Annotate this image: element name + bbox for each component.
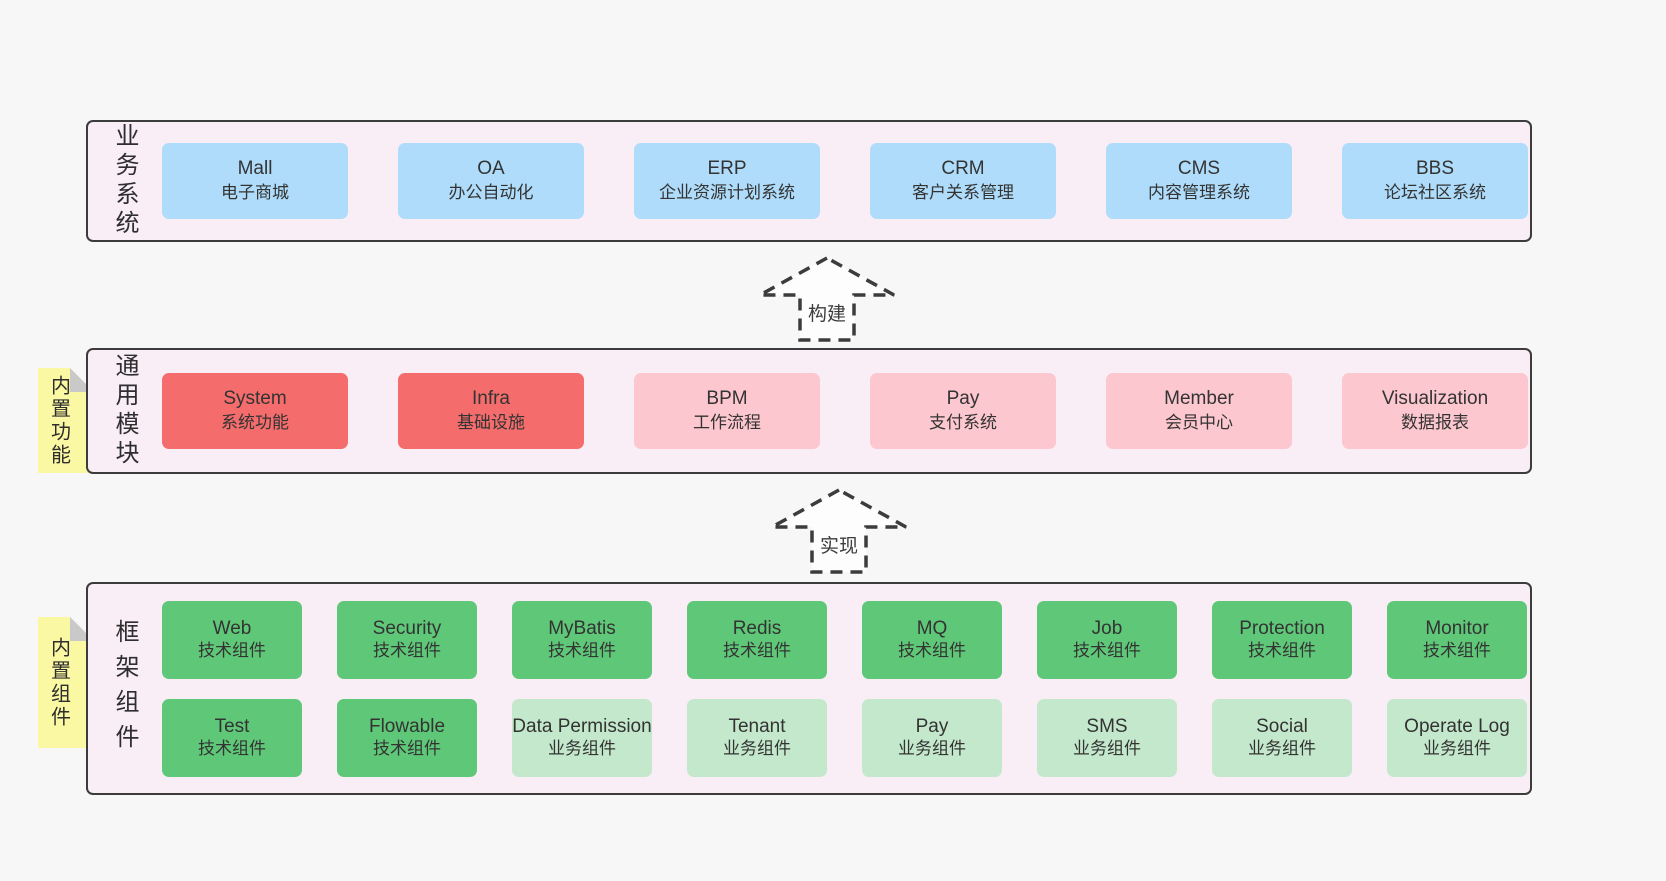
- box-data-permission: Data Permission 业务组件: [512, 698, 652, 777]
- box-subtitle: 企业资源计划系统: [659, 183, 795, 202]
- box-title: Job: [1091, 617, 1123, 639]
- box-subtitle: 技术组件: [1248, 640, 1316, 660]
- box-subtitle: 业务组件: [548, 738, 616, 758]
- box-title: OA: [477, 158, 505, 179]
- box-tenant: Tenant 业务组件: [687, 698, 827, 777]
- box-title: ERP: [707, 158, 747, 179]
- box-system: System 系统功能: [162, 373, 348, 449]
- box-title: Pay: [915, 715, 949, 737]
- box-title: Security: [372, 617, 442, 639]
- box-crm: CRM 客户关系管理: [870, 143, 1056, 219]
- box-cms: CMS 内容管理系统: [1106, 143, 1292, 219]
- box-title: System: [223, 388, 287, 409]
- box-title: Infra: [471, 388, 511, 409]
- box-subtitle: 技术组件: [373, 640, 441, 660]
- box-sms: SMS 业务组件: [1037, 698, 1177, 777]
- box-infra: Infra 基础设施: [398, 373, 584, 449]
- box-title: Data Permission: [512, 715, 652, 737]
- box-job: Job 技术组件: [1037, 600, 1177, 679]
- builtin-features-note-label: 内置功能: [47, 374, 70, 467]
- box-subtitle: 业务组件: [1248, 738, 1316, 758]
- box-subtitle: 业务组件: [1423, 738, 1491, 758]
- box-subtitle: 技术组件: [723, 640, 791, 660]
- box-title: SMS: [1086, 715, 1128, 737]
- box-title: CRM: [941, 158, 985, 179]
- box-title: Monitor: [1425, 617, 1489, 639]
- box-title: Social: [1256, 715, 1308, 737]
- box-title: Pay: [946, 388, 980, 409]
- box-subtitle: 业务组件: [723, 738, 791, 758]
- box-title: Mall: [237, 158, 273, 179]
- common-modules-label: 通用模块: [111, 353, 138, 469]
- box-title: Web: [212, 617, 252, 639]
- box-mq: MQ 技术组件: [862, 600, 1002, 679]
- box-test: Test 技术组件: [162, 698, 302, 777]
- implement-arrow: 实现: [769, 487, 909, 575]
- box-title: Operate Log: [1404, 715, 1510, 737]
- business-systems-panel: 业务系统 Mall 电子商城 OA 办公自动化 ERP 企业资源计划系统 CRM…: [86, 120, 1532, 242]
- box-subtitle: 技术组件: [1423, 640, 1491, 660]
- box-subtitle: 技术组件: [373, 738, 441, 758]
- builtin-components-note-label: 内置组件: [47, 636, 70, 729]
- box-subtitle: 论坛社区系统: [1384, 183, 1486, 202]
- box-visualization: Visualization 数据报表: [1342, 373, 1528, 449]
- box-mybatis: MyBatis 技术组件: [512, 600, 652, 679]
- box-pay-module: Pay 支付系统: [870, 373, 1056, 449]
- box-subtitle: 内容管理系统: [1148, 183, 1250, 202]
- box-subtitle: 数据报表: [1401, 413, 1469, 432]
- box-social: Social 业务组件: [1212, 698, 1352, 777]
- box-mall: Mall 电子商城: [162, 143, 348, 219]
- box-title: Member: [1164, 388, 1234, 409]
- box-subtitle: 技术组件: [198, 738, 266, 758]
- implement-arrow-label: 实现: [816, 531, 862, 558]
- box-subtitle: 办公自动化: [448, 183, 534, 202]
- box-title: MQ: [916, 617, 948, 639]
- box-web: Web 技术组件: [162, 600, 302, 679]
- box-redis: Redis 技术组件: [687, 600, 827, 679]
- box-title: BBS: [1415, 158, 1455, 179]
- box-subtitle: 会员中心: [1165, 413, 1233, 432]
- box-subtitle: 客户关系管理: [912, 183, 1014, 202]
- box-member: Member 会员中心: [1106, 373, 1292, 449]
- box-title: Test: [214, 715, 250, 737]
- build-arrow: 构建: [757, 255, 897, 343]
- box-security: Security 技术组件: [337, 600, 477, 679]
- box-subtitle: 业务组件: [1073, 738, 1141, 758]
- box-title: Tenant: [728, 715, 786, 737]
- box-subtitle: 支付系统: [929, 413, 997, 432]
- box-title: Visualization: [1381, 388, 1489, 409]
- box-bpm: BPM 工作流程: [634, 373, 820, 449]
- box-subtitle: 系统功能: [221, 413, 289, 432]
- business-systems-label: 业务系统: [111, 123, 138, 239]
- box-title: MyBatis: [548, 617, 616, 639]
- box-subtitle: 基础设施: [457, 413, 525, 432]
- box-title: Redis: [732, 617, 782, 639]
- box-monitor: Monitor 技术组件: [1387, 600, 1527, 679]
- box-title: Protection: [1239, 617, 1325, 639]
- box-operate-log: Operate Log 业务组件: [1387, 698, 1527, 777]
- box-erp: ERP 企业资源计划系统: [634, 143, 820, 219]
- common-modules-panel: 通用模块 System 系统功能 Infra 基础设施 BPM 工作流程 Pay…: [86, 348, 1532, 474]
- box-bbs: BBS 论坛社区系统: [1342, 143, 1528, 219]
- build-arrow-label: 构建: [804, 299, 850, 326]
- box-subtitle: 工作流程: [693, 413, 761, 432]
- box-subtitle: 技术组件: [898, 640, 966, 660]
- box-subtitle: 技术组件: [548, 640, 616, 660]
- box-pay-component: Pay 业务组件: [862, 698, 1002, 777]
- box-subtitle: 电子商城: [221, 183, 289, 202]
- box-title: BPM: [706, 388, 748, 409]
- box-title: Flowable: [368, 715, 446, 737]
- framework-components-label: 框架组件: [111, 618, 138, 759]
- box-flowable: Flowable 技术组件: [337, 698, 477, 777]
- box-title: CMS: [1177, 158, 1221, 179]
- box-subtitle: 业务组件: [898, 738, 966, 758]
- box-subtitle: 技术组件: [1073, 640, 1141, 660]
- box-oa: OA 办公自动化: [398, 143, 584, 219]
- box-subtitle: 技术组件: [198, 640, 266, 660]
- framework-components-panel: 框架组件 Web 技术组件 Security 技术组件 MyBatis 技术组件…: [86, 582, 1532, 795]
- box-protection: Protection 技术组件: [1212, 600, 1352, 679]
